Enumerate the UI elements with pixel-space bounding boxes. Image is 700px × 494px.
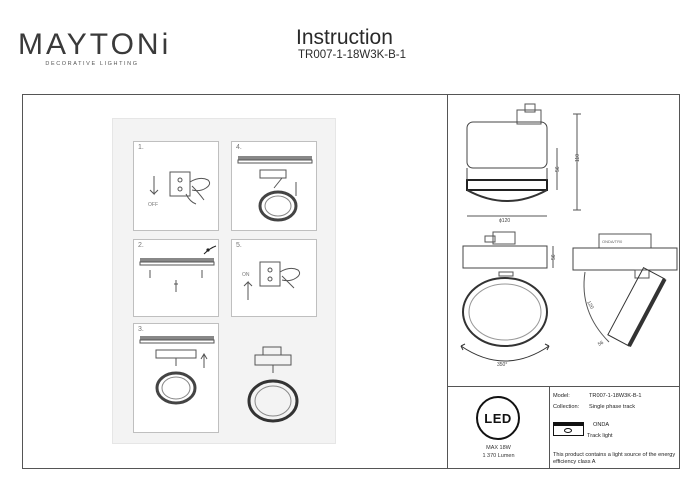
- step-3-illustration: [139, 336, 215, 405]
- led-lumen: 1 370 Lumen: [482, 453, 515, 459]
- step-number: 4.: [236, 144, 242, 151]
- energy-note: This product contains a light source of …: [553, 452, 676, 465]
- brand-name: MAYTONi: [18, 28, 172, 61]
- dim-diameter: ϕ120: [499, 218, 510, 224]
- led-badge-text: LED: [484, 410, 512, 426]
- product-illustration: [247, 346, 299, 423]
- step-4: 4.: [231, 141, 317, 231]
- dim-tilt-width: 120: [585, 300, 594, 310]
- dim-rotation: 350°: [497, 362, 507, 368]
- step-number: 1.: [138, 144, 144, 151]
- document-frame: [22, 94, 680, 469]
- dim-height-body: 56: [555, 166, 561, 172]
- step-1-illustration: OFF: [148, 171, 211, 208]
- led-badge: LED: [476, 396, 520, 440]
- svg-text:OFF: OFF: [148, 202, 158, 208]
- label-tag: ONDA/TR0: [602, 239, 623, 244]
- page-title: Instruction: [296, 26, 393, 49]
- svg-text:ON: ON: [242, 272, 250, 278]
- info-collection-label: Collection:: [553, 404, 580, 410]
- info-model-label: Model:: [553, 393, 570, 399]
- step-4-illustration: [237, 156, 313, 222]
- divider-horizontal: [447, 386, 680, 387]
- dim-height-total: 110: [575, 154, 581, 162]
- brand-tagline: DECORATIVE LIGHTING: [45, 61, 139, 67]
- step-number: 5.: [236, 242, 242, 249]
- brand-logo: MAYTONi DECORATIVE LIGHTING: [18, 28, 178, 68]
- step-5: 5. ON: [231, 239, 317, 317]
- step-1: 1. OFF: [133, 141, 219, 231]
- model-number: TR007-1-18W3K-B-1: [298, 49, 407, 61]
- dim-tilt-depth: 56: [597, 340, 605, 348]
- product-info: Model: TR007-1-18W3K-B-1 Collection: Singl…: [553, 393, 679, 467]
- dim-side-height: 56: [551, 254, 557, 260]
- step-2: 2.: [133, 239, 219, 317]
- step-3: 3.: [133, 323, 219, 433]
- track-light-icon: [553, 422, 584, 436]
- divider-led: [549, 386, 550, 469]
- step-number: 2.: [138, 242, 144, 249]
- info-series-name: ONDA: [593, 422, 610, 428]
- divider-vertical: [447, 94, 448, 469]
- info-collection-row: Collection: Single phase track: [553, 404, 635, 410]
- led-power: MAX 18W: [486, 445, 511, 451]
- info-model-row: Model: TR007-1-18W3K-B-1: [553, 393, 642, 399]
- step-5-illustration: ON: [242, 261, 301, 300]
- step-2-illustration: [139, 245, 217, 292]
- step-number: 3.: [138, 326, 144, 333]
- installation-panel: 1. OFF 4. 2.: [112, 118, 336, 444]
- info-series-type: Track light: [587, 433, 613, 439]
- info-model-value: TR007-1-18W3K-B-1: [589, 393, 642, 399]
- technical-drawing: 110 56 ϕ120 56 350° ONDA/TR0 120 56: [460, 103, 678, 368]
- energy-block: LED MAX 18W 1 370 Lumen: [448, 387, 549, 469]
- info-collection-value: Single phase track: [589, 404, 636, 410]
